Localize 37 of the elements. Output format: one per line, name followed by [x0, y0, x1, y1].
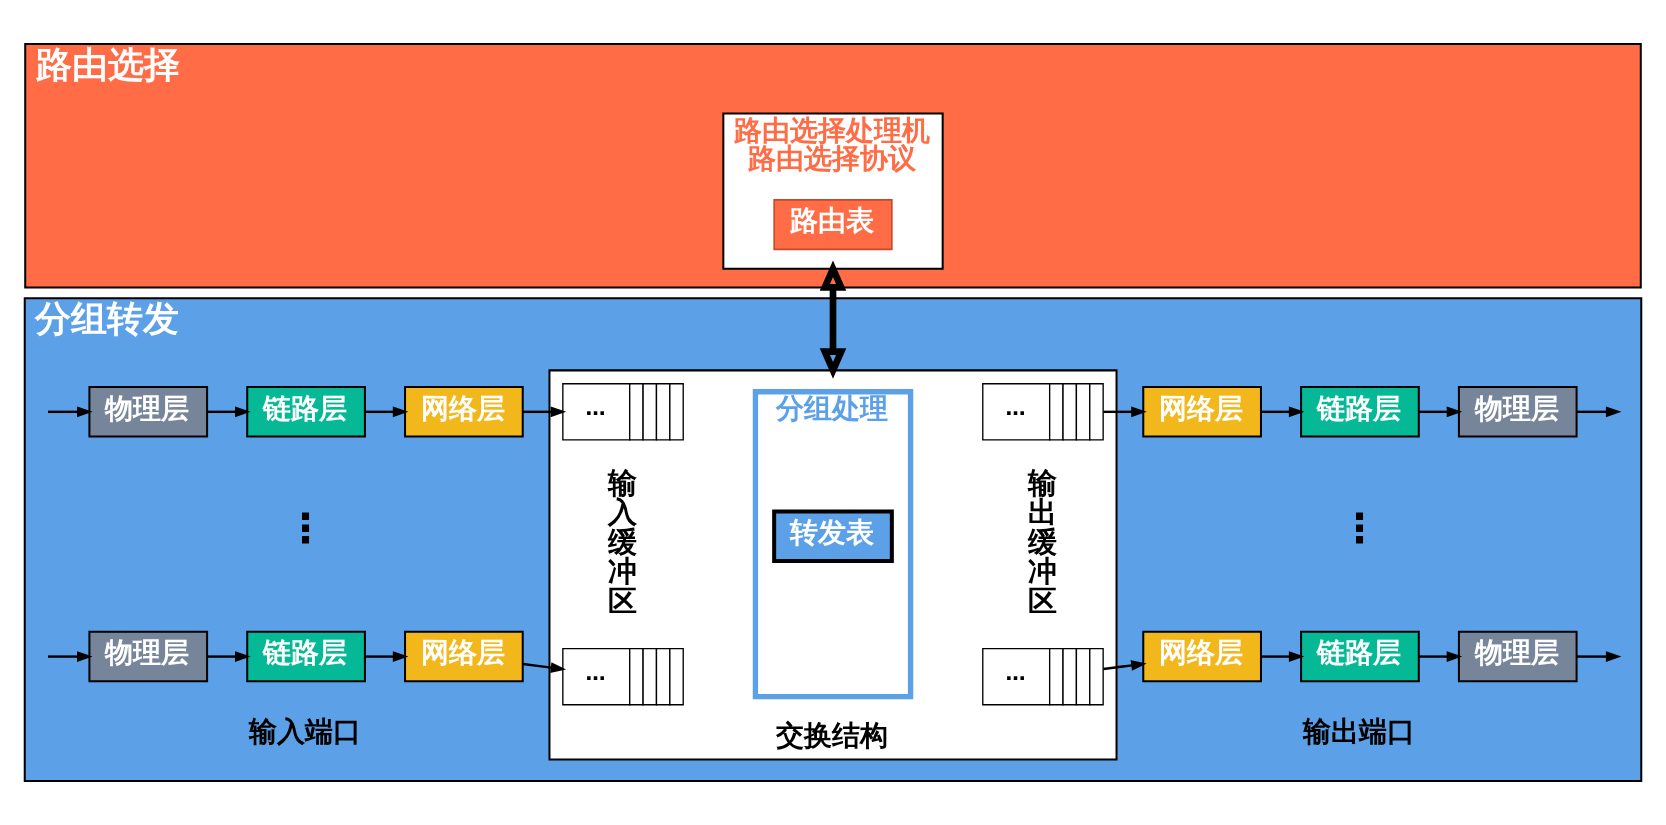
label: 输出端口 — [1303, 715, 1416, 749]
arrow — [819, 260, 847, 379]
label: 输入端口 — [249, 715, 362, 749]
arrow — [522, 662, 567, 673]
node-box: 物理层 — [88, 386, 209, 438]
arrow — [1576, 651, 1622, 662]
node-box: 路由表 — [773, 199, 893, 251]
arrow — [1103, 406, 1147, 418]
node-box: 物理层 — [1457, 386, 1578, 438]
arrow — [1419, 651, 1463, 662]
arrow — [365, 651, 409, 662]
arrow — [48, 651, 93, 662]
arrow — [1261, 406, 1305, 418]
node-box: 链路层 — [1300, 630, 1420, 683]
arrow — [365, 406, 409, 418]
node-box: 链路层 — [246, 630, 366, 683]
arrow — [48, 406, 93, 418]
arrow — [1103, 660, 1147, 671]
arrow — [523, 406, 567, 418]
arrow — [207, 651, 251, 662]
arrow — [207, 406, 251, 418]
label: ⋮ — [1339, 505, 1380, 552]
node-box: 链路层 — [246, 386, 366, 438]
node-box: 转发表 — [772, 509, 894, 563]
label: 输入缓冲区 — [608, 465, 638, 618]
label: ⋮ — [285, 505, 326, 552]
label: 输出缓冲区 — [1028, 465, 1058, 618]
node-box: 链路层 — [1300, 386, 1420, 438]
node-box: 物理层 — [1457, 630, 1578, 683]
arrow — [1576, 406, 1622, 418]
arrow — [1261, 651, 1305, 662]
node-box: 网络层 — [1142, 630, 1262, 683]
node-box: 物理层 — [88, 630, 209, 683]
arrow — [1419, 406, 1463, 418]
node-box: 网络层 — [1142, 386, 1262, 438]
node-box: 网络层 — [404, 630, 524, 683]
node-box: 网络层 — [404, 386, 524, 438]
